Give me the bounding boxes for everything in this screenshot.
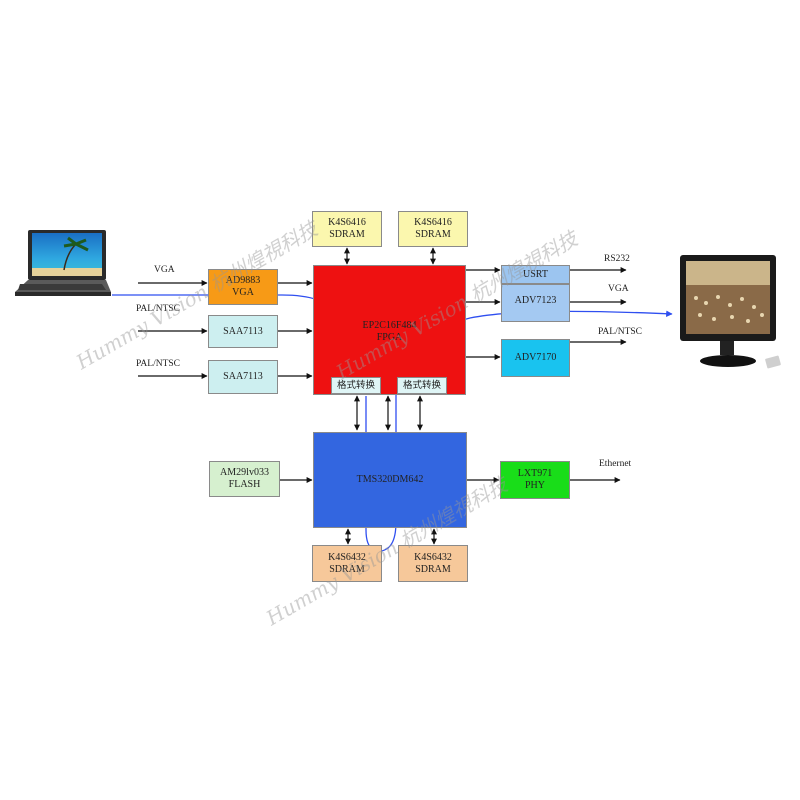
block-label-line: SDRAM [415, 229, 451, 240]
block-label-line: SDRAM [415, 563, 451, 575]
block-label-line: K4S6416 [328, 217, 366, 228]
flash-block: AM29lv033 FLASH [209, 461, 280, 497]
ad9883-block: AD9883 VGA [208, 269, 278, 305]
block-label-line: AD9883 [225, 275, 261, 286]
block-label-line: PHY [524, 480, 545, 491]
dsp-block: TMS320DM642 [313, 432, 467, 528]
format-convert-block-left: 格式转换 [331, 377, 381, 394]
vga-output-label: VGA [608, 284, 629, 294]
block-label-line: AM29lv033 [220, 467, 269, 478]
usrt-block: USRT [501, 265, 570, 284]
pal-ntsc-input-label-2: PAL/NTSC [136, 359, 180, 369]
block-label-line: SDRAM [329, 229, 365, 240]
block-label-line: K4S6416 [414, 217, 452, 228]
rs232-label: RS232 [604, 254, 630, 264]
block-label-line: TMS320DM642 [356, 474, 424, 485]
block-label-line: 格式转换 [402, 380, 441, 391]
pal-ntsc-input-label-1: PAL/NTSC [136, 304, 180, 314]
block-label-line: FPGA [376, 332, 403, 343]
block-label-line: USRT [523, 268, 548, 280]
saa7113-block-2: SAA7113 [208, 360, 278, 394]
block-label-line: K4S6432 [328, 551, 366, 563]
sdram-bottom-right-block: K4S6432 SDRAM [398, 545, 468, 582]
block-label-line: 格式转换 [336, 380, 375, 391]
fpga-block: EP2C16F484 FPGA [313, 265, 466, 395]
phy-block: LXT971 PHY [500, 461, 570, 499]
pal-ntsc-output-label: PAL/NTSC [598, 327, 642, 337]
block-label-line: ADV7170 [514, 352, 557, 363]
block-label-line: VGA [232, 287, 254, 298]
laptop-icon [15, 230, 111, 296]
block-label-line: ADV7123 [514, 295, 557, 306]
block-label-line: LXT971 [517, 468, 553, 479]
ethernet-label: Ethernet [599, 459, 632, 469]
block-label-line: SAA7113 [223, 325, 263, 337]
sdram-top-left-block: K4S6416 SDRAM [312, 211, 382, 247]
block-label-line: EP2C16F484 [362, 320, 417, 331]
format-convert-block-right: 格式转换 [397, 377, 447, 394]
adv7170-block: ADV7170 [501, 339, 570, 377]
sdram-bottom-left-block: K4S6432 SDRAM [312, 545, 382, 582]
monitor-icon [680, 255, 781, 369]
block-label-line: SDRAM [329, 563, 365, 575]
adv7123-block: ADV7123 [501, 284, 570, 322]
vga-input-label: VGA [154, 265, 175, 275]
sdram-top-right-block: K4S6416 SDRAM [398, 211, 468, 247]
saa7113-block-1: SAA7113 [208, 315, 278, 348]
block-label-line: FLASH [228, 479, 261, 490]
block-label-line: K4S6432 [414, 551, 452, 563]
block-label-line: SAA7113 [223, 371, 263, 382]
